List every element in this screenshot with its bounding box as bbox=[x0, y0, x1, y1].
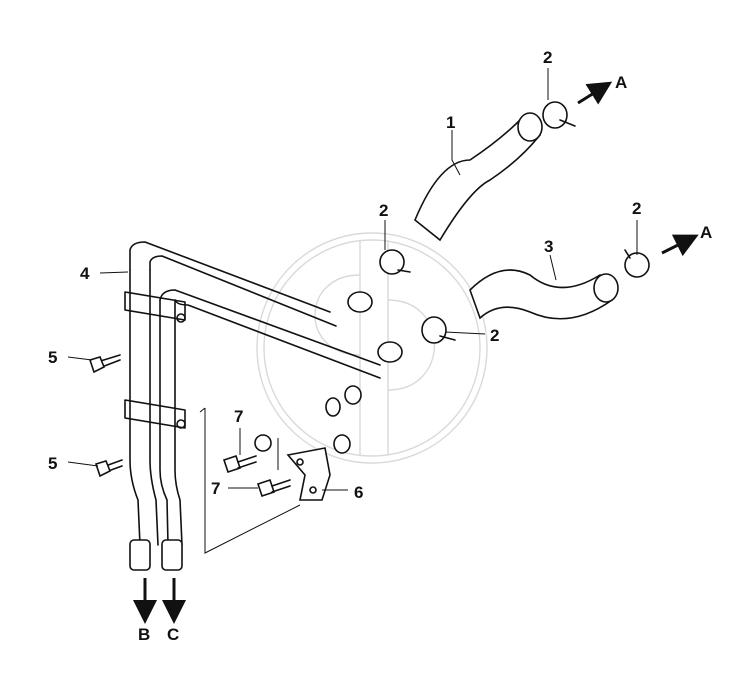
direction-label-c: C bbox=[167, 625, 179, 644]
hose-upper bbox=[414, 112, 543, 242]
callout-hose-upper: 1 bbox=[446, 113, 455, 132]
clamp-lower-mid-icon bbox=[421, 316, 456, 344]
bolt-upper-icon bbox=[88, 354, 121, 374]
direction-label-a-right: A bbox=[700, 223, 712, 242]
heater-pipe-assembly bbox=[124, 241, 403, 571]
callout-clamp-mid-left: 2 bbox=[379, 201, 388, 220]
nut-washer-set-icon bbox=[325, 385, 362, 454]
clamp-mid-left-icon bbox=[379, 249, 411, 275]
bolt-bracket-upper-icon bbox=[222, 434, 272, 474]
direction-label-a-top: A bbox=[615, 73, 627, 92]
gp-logo-watermark-icon bbox=[256, 232, 488, 464]
bracket-icon bbox=[286, 447, 331, 501]
callout-clamp-lower-mid: 2 bbox=[490, 326, 499, 345]
hose-lower bbox=[469, 269, 619, 320]
callout-bracket: 6 bbox=[354, 483, 363, 502]
callout-bolt-bracket-upper: 7 bbox=[234, 407, 243, 426]
leader-lines bbox=[67, 68, 638, 554]
callout-clamp-right: 2 bbox=[632, 199, 641, 218]
callout-bolt-lower: 5 bbox=[48, 454, 57, 473]
direction-label-b: B bbox=[138, 625, 150, 644]
callout-bolt-upper: 5 bbox=[48, 348, 57, 367]
direction-arrows bbox=[133, 81, 699, 624]
callout-clamp-top: 2 bbox=[543, 48, 552, 67]
callout-heater-pipe: 4 bbox=[80, 264, 90, 283]
callout-hose-lower: 3 bbox=[544, 237, 553, 256]
callout-bolt-bracket-lower: 7 bbox=[211, 479, 220, 498]
bolt-lower-icon bbox=[94, 459, 123, 478]
bolt-bracket-lower-icon bbox=[256, 478, 291, 498]
clamp-top-icon bbox=[542, 101, 576, 129]
